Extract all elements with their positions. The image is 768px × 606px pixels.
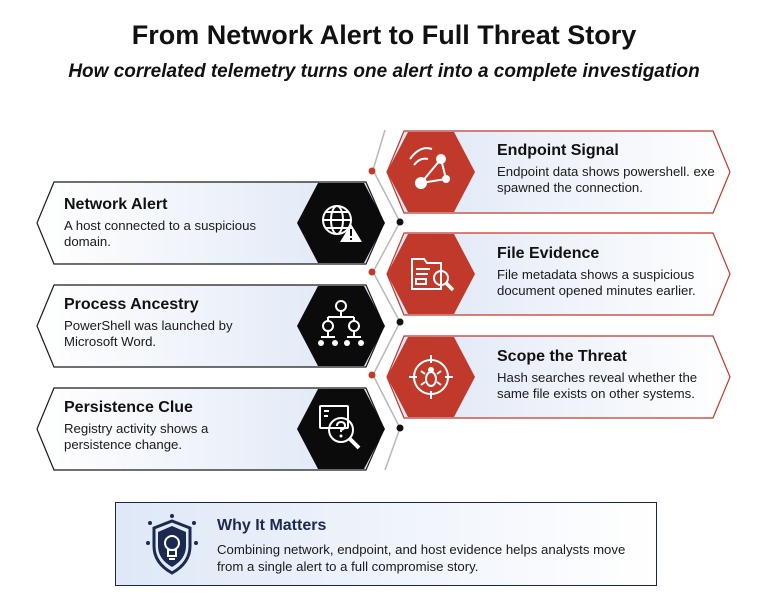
card-description: A host connected to a suspicious domain.	[64, 218, 257, 249]
card-description: Endpoint data shows powershell. exe spaw…	[497, 164, 715, 195]
why-it-matters-text: Combining network, endpoint, and host ev…	[217, 542, 626, 574]
step-file-evidence: File Evidence File metadata shows a susp…	[386, 232, 731, 316]
card-background	[36, 387, 385, 471]
shield-lightbulb-icon	[146, 514, 198, 575]
file-search-icon	[387, 234, 475, 314]
timeline-dot	[368, 371, 376, 379]
timeline-dot	[396, 424, 404, 432]
step-process-ancestry: Process Ancestry PowerShell was launched…	[36, 284, 386, 368]
card-description: Hash searches reveal whether the same fi…	[497, 370, 698, 401]
card-description: PowerShell was launched by Microsoft Wor…	[64, 318, 233, 349]
card-title: Persistence Clue	[64, 399, 193, 416]
step-endpoint-signal: Endpoint Signal Endpoint data shows powe…	[386, 130, 731, 214]
card-title: Scope the Threat	[497, 348, 627, 365]
step-scope-the-threat: Scope the Threat Hash searches reveal wh…	[386, 335, 731, 419]
registry-search-icon	[297, 389, 385, 469]
step-network-alert: Network Alert A host connected to a susp…	[36, 181, 386, 265]
node-signal-icon	[387, 132, 475, 212]
card-background	[36, 284, 385, 368]
card-background	[36, 181, 385, 265]
timeline-dot	[368, 167, 376, 175]
page-title: From Network Alert to Full Threat Story	[131, 20, 637, 50]
step-persistence-clue: Persistence Clue Registry activity shows…	[36, 387, 386, 471]
timeline-dot	[396, 318, 404, 326]
card-description: File metadata shows a suspicious documen…	[497, 267, 696, 298]
process-tree-icon	[297, 286, 385, 366]
card-title: Process Ancestry	[64, 296, 199, 313]
card-title: Network Alert	[64, 196, 168, 213]
why-it-matters-title: Why It Matters	[217, 517, 327, 534]
target-bug-icon	[387, 337, 475, 417]
page-subtitle: How correlated telemetry turns one alert…	[68, 61, 700, 82]
card-title: File Evidence	[497, 245, 600, 262]
timeline-dot	[368, 268, 376, 276]
card-description: Registry activity shows a persistence ch…	[64, 421, 209, 452]
why-it-matters-box: Why It Matters Combining network, endpoi…	[115, 502, 657, 586]
card-title: Endpoint Signal	[497, 142, 619, 159]
timeline-dot	[396, 218, 404, 226]
globe-warning-icon	[297, 183, 385, 263]
